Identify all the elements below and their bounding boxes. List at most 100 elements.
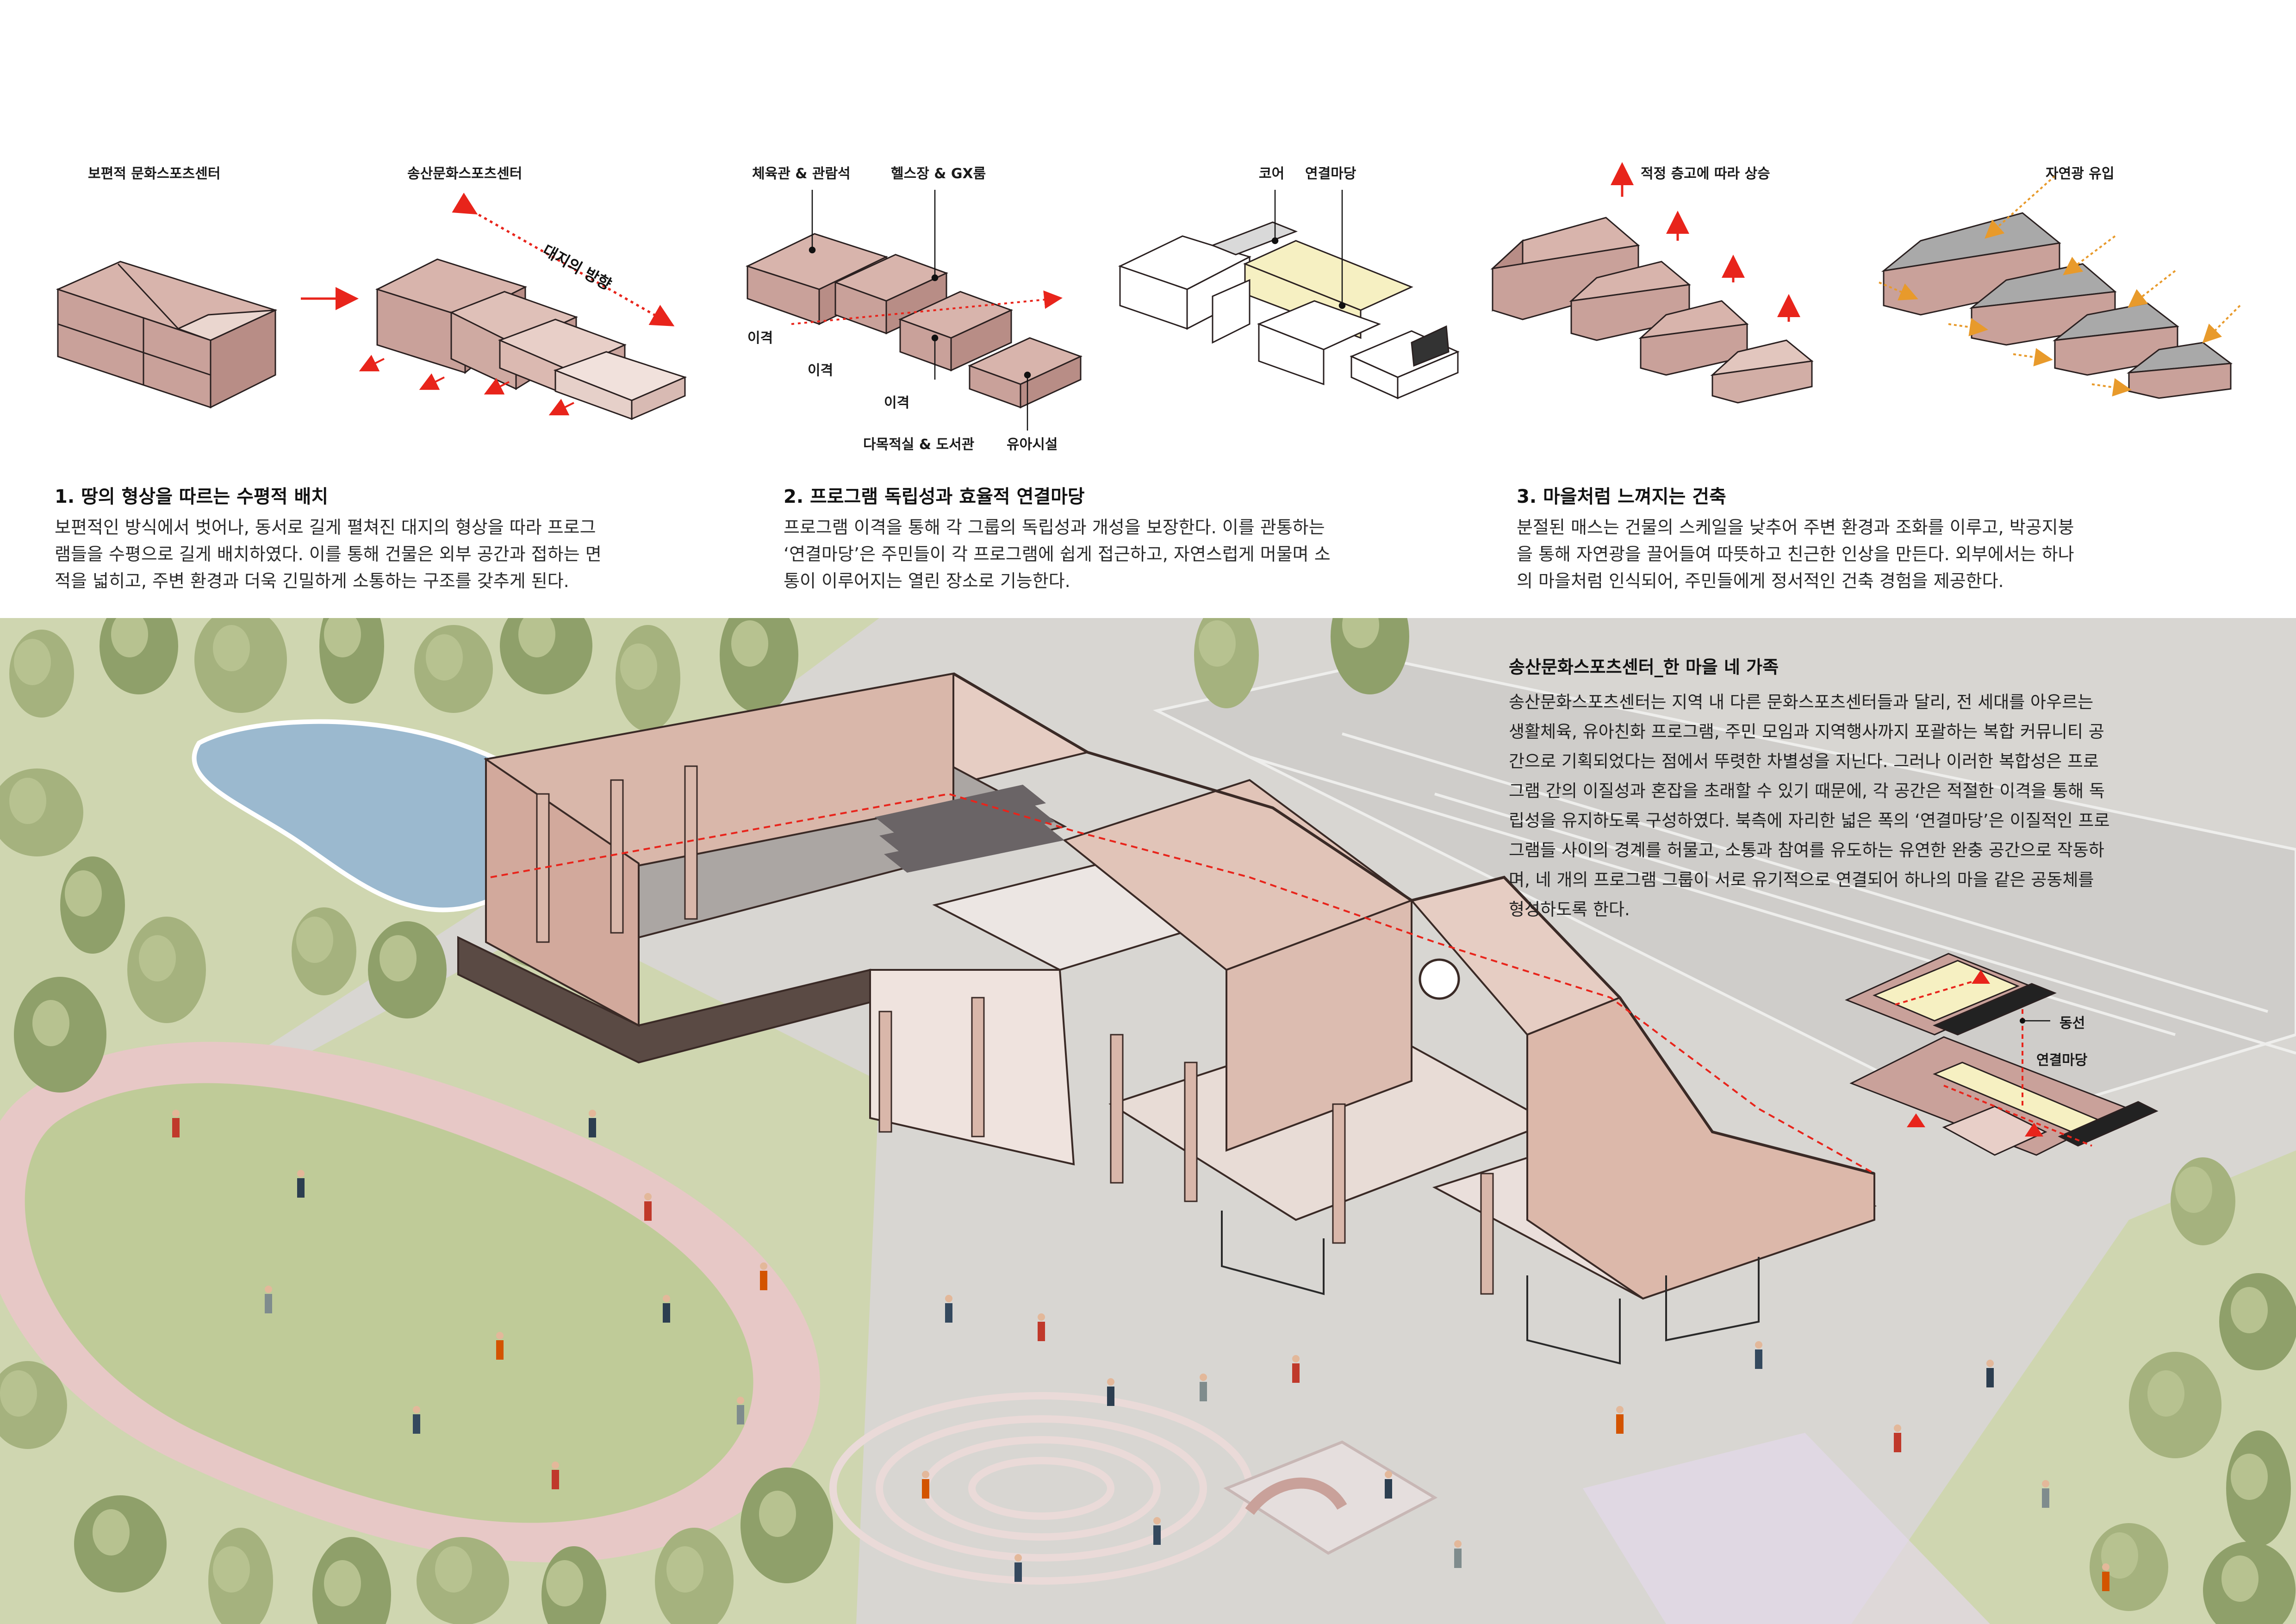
- story-line: 형성하도록 한다.: [1509, 899, 1630, 919]
- person: [644, 1193, 652, 1221]
- person: [265, 1286, 272, 1313]
- person: [2042, 1480, 2049, 1508]
- label-gap-3: 이격: [884, 395, 910, 411]
- person: [663, 1295, 670, 1323]
- typical-center-mass: [56, 261, 278, 409]
- natural-light-roof: [1881, 212, 2233, 399]
- tree: [2171, 1157, 2235, 1245]
- person: [1894, 1424, 1901, 1452]
- tree: [2219, 1273, 2296, 1370]
- section-3-line: 분절된 매스는 건물의 스케일을 낮추어 주변 환경과 조화를 이루고, 박공지…: [1517, 517, 2074, 537]
- person: [172, 1110, 180, 1137]
- person: [1986, 1360, 1994, 1387]
- person: [589, 1110, 596, 1137]
- label-core: 코어: [1259, 166, 1285, 182]
- person: [1292, 1355, 1300, 1383]
- label-childcare: 유아시설: [1007, 437, 1058, 453]
- section-3-line: 을 통해 자연광을 끌어들여 따뜻하고 친근한 인상을 만든다. 외부에서는 하…: [1517, 544, 2074, 564]
- outward-arrows: [359, 355, 574, 416]
- person: [1385, 1471, 1392, 1499]
- section-1-title: 1. 땅의 형상을 따르는 수평적 배치: [55, 486, 329, 507]
- gym-side: [485, 757, 640, 1027]
- tree: [2090, 1523, 2168, 1611]
- section-2: 2. 프로그램 독립성과 효율적 연결마당 프로그램 이격을 통해 각 그룹의 …: [784, 481, 1455, 594]
- label-gap-2: 이격: [808, 362, 834, 379]
- grass-area-east: [1851, 1150, 2296, 1624]
- story-line: 그램 간의 이질성과 혼잡을 초래할 수 있기 때문에, 각 공간은 적절한 이…: [1509, 781, 2105, 801]
- person: [496, 1332, 504, 1360]
- program-separation-mass: [745, 233, 1083, 409]
- story-line: 립성을 유지하도록 구성하였다. 북측에 자리한 넓은 폭의 ‘연결마당’은 이…: [1509, 811, 2110, 831]
- label-gap-1: 이격: [747, 330, 773, 346]
- core-connection-mass: [1118, 221, 1460, 400]
- tree: [9, 630, 74, 718]
- tree: [740, 1468, 833, 1583]
- section-3-line: 의 마을처럼 인식되어, 주민들에게 정서적인 건축 경험을 제공한다.: [1517, 571, 2004, 591]
- story-block: 송산문화스포츠센터_한 마을 네 가족 송산문화스포츠센터는 지역 내 다른 문…: [1509, 653, 2235, 924]
- callout-leaders: [809, 190, 1031, 431]
- tree: [208, 1528, 273, 1624]
- section-1-line: 보편적인 방식에서 벗어나, 동서로 길게 펼쳐진 대지의 형상을 따라 프로그: [55, 517, 596, 537]
- story-line: 며, 네 개의 프로그램 그룹이 서로 유기적으로 연결되어 하나의 마을 같은…: [1509, 870, 2094, 890]
- people: [172, 1110, 2109, 1591]
- label-gym-seating: 체육관 & 관람석: [752, 166, 851, 182]
- tree: [292, 907, 356, 995]
- person: [1200, 1374, 1207, 1401]
- rise-arrows: [1611, 162, 1800, 322]
- tree: [1194, 618, 1259, 708]
- tree: [194, 618, 287, 713]
- tree: [417, 1537, 509, 1624]
- section-1-line: 램들을 수평으로 길게 배치하였다. 이를 통해 건물은 외부 공간과 접하는 …: [55, 544, 602, 564]
- tree: [2203, 1542, 2296, 1624]
- label-rising-height: 적정 층고에 따라 상승: [1641, 166, 1770, 182]
- tree: [0, 768, 83, 856]
- label-songsan-center: 송산문화스포츠센터: [407, 166, 523, 182]
- story-title: 송산문화스포츠센터_한 마을 네 가족: [1509, 657, 1779, 677]
- story-line: 그램들 사이의 경계를 허물고, 소통과 참여를 유도하는 유연한 완충 공간으…: [1509, 840, 2104, 860]
- site-axonometric-illustration: [0, 618, 2296, 1624]
- label-typical-center: 보편적 문화스포츠센터: [88, 166, 221, 182]
- site-direction-label: 대지의 방향: [540, 241, 615, 294]
- library-wall: [1226, 899, 1412, 1152]
- community-center-building: [457, 672, 1877, 1365]
- playground: [1223, 1433, 1990, 1624]
- story-line: 간으로 기획되었다는 점에서 뚜렷한 차별성을 지닌다. 그러나 이러한 복합성…: [1509, 751, 2099, 771]
- person: [1107, 1378, 1114, 1406]
- inset-arrows: [1907, 970, 2043, 1137]
- inset-label-circulation: 동선: [2060, 1015, 2085, 1031]
- inset-label-connecting-yard: 연결마당: [2036, 1052, 2088, 1068]
- tree: [2129, 1352, 2221, 1458]
- section-3: 3. 마을처럼 느껴지는 건축 분절된 매스는 건물의 스케일을 낮추어 주변 …: [1517, 481, 2188, 594]
- songsan-center-mass: [375, 258, 687, 420]
- person: [737, 1397, 744, 1424]
- person: [1616, 1406, 1624, 1434]
- tree: [414, 625, 493, 713]
- section-2-line: 프로그램 이격을 통해 각 그룹의 독립성과 개성을 보장한다. 이를 관통하는: [784, 517, 1325, 537]
- person: [297, 1170, 305, 1198]
- person: [1755, 1341, 1762, 1369]
- person: [2102, 1563, 2109, 1591]
- person: [760, 1262, 767, 1290]
- tree: [319, 618, 384, 704]
- tree: [368, 921, 447, 1018]
- person: [922, 1471, 929, 1499]
- trees: [0, 618, 2296, 1624]
- massing-diagrams: 대지의 방향: [56, 162, 2241, 431]
- person: [552, 1462, 559, 1489]
- tree: [60, 856, 125, 954]
- person: [945, 1295, 952, 1323]
- tree: [14, 977, 106, 1093]
- person: [1014, 1554, 1022, 1582]
- tree: [720, 618, 798, 713]
- tree: [1331, 618, 1409, 694]
- section-2-line: 통이 이루어지는 열린 장소로 기능한다.: [784, 571, 1070, 591]
- label-connecting-yard: 연결마당: [1305, 166, 1356, 182]
- tree: [0, 1361, 67, 1449]
- rising-gable-mass: [1490, 217, 1814, 404]
- section-1: 1. 땅의 형상을 따르는 수평적 배치 보편적인 방식에서 벗어나, 동서로 …: [55, 481, 726, 594]
- story-line: 생활체육, 유아친화 프로그램, 주민 모임과 지역행사까지 포괄하는 복합 커…: [1509, 722, 2104, 742]
- label-natural-light: 자연광 유입: [2046, 166, 2115, 182]
- label-fitness-gx: 헬스장 & GX룸: [891, 166, 986, 182]
- tree: [655, 1528, 734, 1624]
- tree: [541, 1546, 606, 1624]
